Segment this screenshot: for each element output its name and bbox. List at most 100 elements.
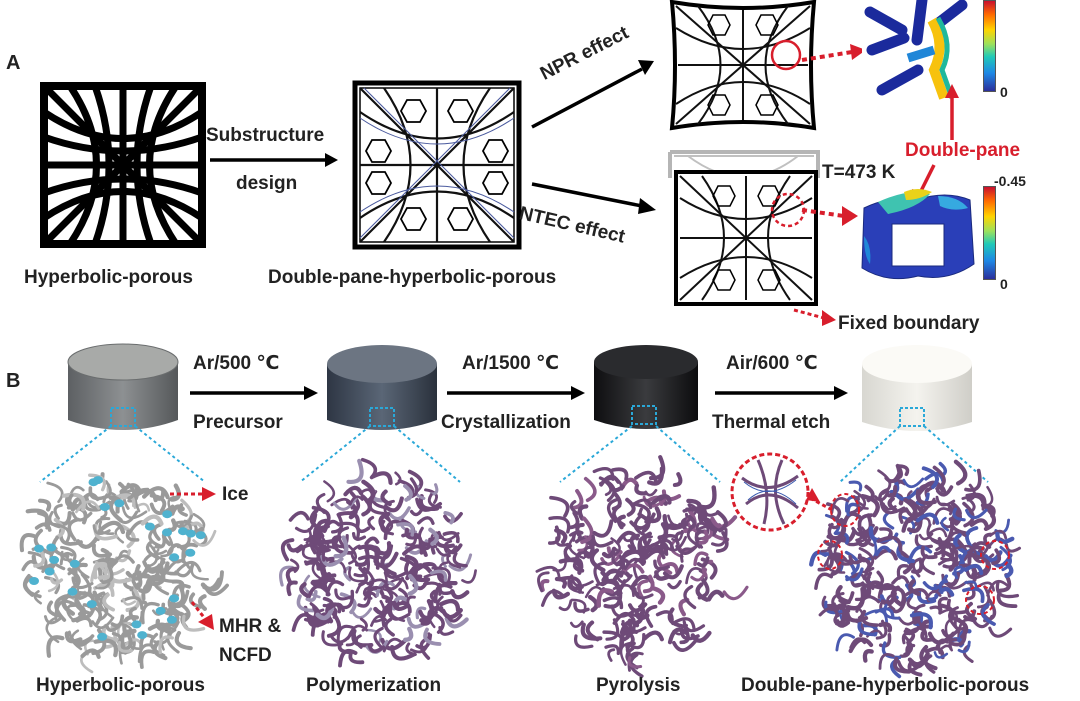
fiber-strand (61, 492, 86, 512)
fiber-strand (824, 600, 844, 615)
fiber-strand (940, 549, 957, 572)
double-pane-zoom-circle-icon (730, 452, 833, 532)
fiber-strand (887, 496, 898, 513)
fiber-strand (629, 512, 656, 530)
fiber-strand (564, 557, 584, 570)
fiber-strand (948, 638, 958, 651)
ice-crystal (169, 594, 180, 603)
fiber-strand (940, 545, 956, 562)
ice-crystal (69, 559, 80, 568)
ntec-fea-zoom-icon (861, 189, 975, 280)
fiber-strand (548, 525, 561, 545)
ice-crystal (44, 567, 55, 576)
fiber-strand (610, 467, 629, 481)
fiber-strand (682, 620, 706, 633)
fiber-strand (879, 499, 906, 515)
fiber-strand (92, 524, 111, 536)
fiber-strand (384, 617, 395, 637)
double-pane-lattice-icon (352, 80, 522, 250)
fiber-strand (446, 550, 462, 569)
fiber-strand (975, 554, 992, 576)
fiber-strand (361, 479, 376, 504)
fiber-strand (409, 506, 425, 517)
fiber-strand (190, 562, 209, 581)
fiber-strand (286, 580, 298, 597)
fiber-strand (915, 489, 937, 506)
fiber-strand (835, 633, 855, 652)
fiber-strand (139, 649, 156, 669)
fiber-strand (181, 614, 206, 632)
fiber-strand (364, 536, 380, 546)
fiber-strand (845, 567, 864, 582)
fiber-strand (438, 626, 455, 636)
fiber-strand (296, 594, 317, 613)
fiber-strand (964, 468, 982, 492)
fiber-strand (945, 531, 967, 549)
fiber-strand (591, 534, 614, 548)
fiber-strand (679, 628, 690, 645)
fiber-strand (90, 563, 111, 583)
label-double-pane-hyperbolic-porous-a: Double-pane-hyperbolic-porous (268, 267, 557, 288)
fiber-strand (392, 600, 410, 611)
fiber-strand (76, 557, 90, 579)
fiber-strand (826, 502, 842, 522)
fiber-strand (817, 546, 834, 572)
fiber-strand (169, 483, 181, 502)
fiber-strand (152, 569, 170, 596)
fiber-strand (142, 486, 170, 500)
colorbar-npr (983, 0, 996, 92)
panel-a-letter: A (6, 52, 21, 74)
fiber-strand (602, 630, 625, 651)
fiber-strand (569, 620, 584, 629)
fiber-strand (833, 544, 851, 563)
fiber-strand (280, 538, 295, 562)
fiber-strand (312, 527, 335, 545)
fiber-strand (667, 607, 687, 629)
fiber-strand (835, 584, 851, 605)
fiber-strand (45, 617, 60, 644)
fiber-strand (378, 511, 391, 535)
fiber-strand (285, 566, 298, 586)
fiber-strand (396, 522, 415, 537)
fiber-strand (120, 596, 144, 610)
fiber-strand (999, 545, 1012, 572)
fiber-strand (102, 592, 115, 612)
fiber-strand (337, 511, 360, 528)
fiber-strand (336, 624, 355, 646)
step2-arrow-icon (447, 386, 585, 400)
fiber-strand (75, 500, 100, 514)
fiber-strand (882, 510, 895, 530)
fiber-strand (953, 533, 967, 554)
fiber-strand (672, 624, 688, 636)
fiber-strand (325, 580, 345, 597)
fiber-strand (311, 505, 331, 528)
fiber-strand (568, 535, 586, 560)
ice-crystal (166, 615, 177, 624)
fiber-strand (577, 536, 595, 559)
fiber-strand (606, 497, 620, 524)
fiber-strand (310, 617, 330, 637)
fiber-strand (598, 477, 624, 491)
ice-crystal (131, 620, 142, 629)
fiber-strand (331, 512, 344, 534)
fiber-strand (897, 612, 922, 626)
fiber-strand (607, 648, 616, 662)
fiber-strand (965, 492, 987, 509)
fiber-strand (953, 544, 977, 560)
fiber-strand (312, 604, 325, 613)
fiber-strand (633, 514, 650, 539)
fiber-strand (423, 627, 442, 646)
fiber-strand (963, 563, 977, 577)
fiber-strand (351, 607, 373, 619)
fiber-strand (104, 623, 121, 633)
fiber-strand (53, 517, 65, 540)
fiber-strand (93, 638, 119, 658)
fiber-strand (656, 494, 672, 505)
step1-arrow-icon (190, 386, 318, 400)
fiber-strand (438, 598, 461, 613)
fiber-strand (878, 653, 895, 670)
fiber-strand (655, 610, 674, 622)
fiber-strand (153, 624, 171, 645)
fiber-strand (644, 604, 658, 628)
npr-deformed-lattice-icon (669, 0, 817, 131)
